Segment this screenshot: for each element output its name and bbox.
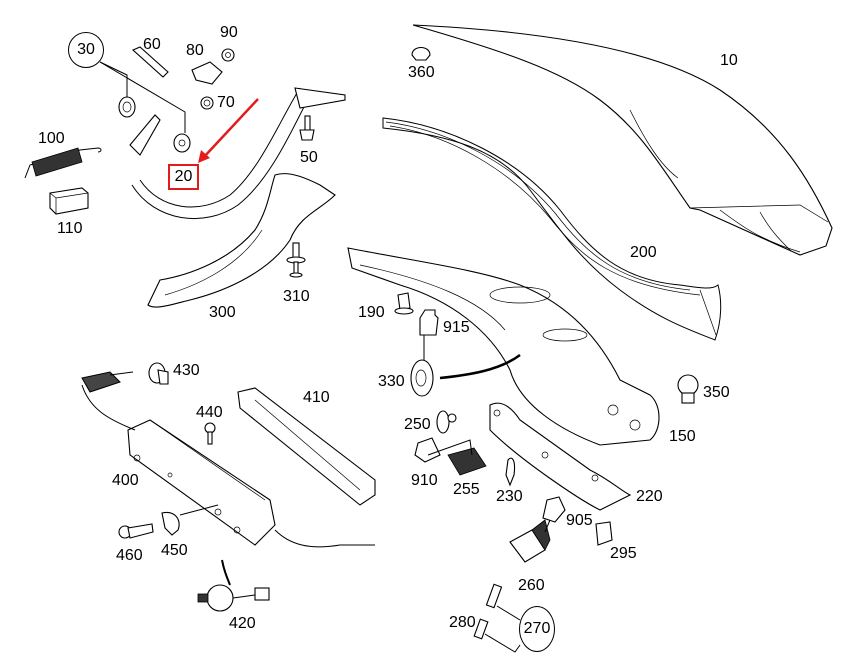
part-20-hinge-arm[interactable] bbox=[129, 87, 346, 220]
part-90-nut[interactable] bbox=[221, 48, 235, 62]
part-190-clip[interactable] bbox=[394, 292, 414, 315]
callout-915[interactable]: 915 bbox=[443, 319, 470, 336]
callout-200[interactable]: 200 bbox=[630, 244, 657, 261]
part-270-bulb[interactable] bbox=[485, 583, 503, 609]
callout-440[interactable]: 440 bbox=[196, 404, 223, 421]
part-30-bushing[interactable] bbox=[118, 96, 136, 118]
part-450-clip[interactable] bbox=[161, 511, 180, 536]
callout-360[interactable]: 360 bbox=[408, 64, 435, 81]
leader-lines-270 bbox=[484, 605, 521, 653]
leader-910-255 bbox=[427, 439, 473, 456]
callout-910[interactable]: 910 bbox=[411, 472, 438, 489]
part-280-bulb[interactable] bbox=[473, 618, 489, 640]
leader-450 bbox=[179, 504, 219, 516]
part-200-seal[interactable] bbox=[382, 117, 722, 341]
part-420-motor[interactable] bbox=[197, 584, 270, 612]
callout-30: 30 bbox=[77, 41, 95, 58]
callout-70[interactable]: 70 bbox=[217, 94, 235, 111]
callout-220[interactable]: 220 bbox=[636, 488, 663, 505]
callout-20-highlighted[interactable]: 20 bbox=[168, 164, 199, 190]
callout-330[interactable]: 330 bbox=[378, 373, 405, 390]
part-20-washer[interactable] bbox=[173, 133, 191, 153]
part-10-trunk-lid[interactable] bbox=[412, 24, 833, 256]
part-250-clip[interactable] bbox=[436, 410, 457, 434]
part-310-pin[interactable] bbox=[286, 242, 306, 278]
callout-230[interactable]: 230 bbox=[496, 488, 523, 505]
callout-350[interactable]: 350 bbox=[703, 384, 730, 401]
part-300-hinge-cover[interactable] bbox=[147, 173, 336, 308]
part-150-inner-trim[interactable] bbox=[347, 247, 660, 446]
callout-80[interactable]: 80 bbox=[186, 42, 204, 59]
part-70-nut[interactable] bbox=[200, 96, 214, 110]
callout-60[interactable]: 60 bbox=[143, 36, 161, 53]
callout-30-circle[interactable]: 30 bbox=[68, 32, 104, 68]
part-255-light[interactable] bbox=[447, 447, 487, 476]
callout-420[interactable]: 420 bbox=[229, 615, 256, 632]
leader-lines-30 bbox=[99, 61, 186, 133]
part-230-pin[interactable] bbox=[505, 457, 516, 487]
callout-250[interactable]: 250 bbox=[404, 416, 431, 433]
callout-430[interactable]: 430 bbox=[173, 362, 200, 379]
part-110-block[interactable] bbox=[49, 187, 89, 215]
callout-190[interactable]: 190 bbox=[358, 304, 385, 321]
callout-100[interactable]: 100 bbox=[38, 130, 65, 147]
part-915-label[interactable] bbox=[419, 309, 439, 336]
highlight-arrow bbox=[198, 98, 259, 163]
callout-150[interactable]: 150 bbox=[669, 428, 696, 445]
part-905-label[interactable] bbox=[542, 496, 566, 523]
callout-280[interactable]: 280 bbox=[449, 614, 476, 631]
callout-255[interactable]: 255 bbox=[453, 481, 480, 498]
part-360-clip[interactable] bbox=[411, 46, 431, 61]
callout-460[interactable]: 460 bbox=[116, 547, 143, 564]
part-400-actuator[interactable] bbox=[81, 371, 375, 548]
part-430-clip[interactable] bbox=[148, 362, 169, 385]
callout-50[interactable]: 50 bbox=[300, 149, 318, 166]
part-350-clip[interactable] bbox=[677, 374, 699, 404]
callout-905[interactable]: 905 bbox=[566, 512, 593, 529]
callout-310[interactable]: 310 bbox=[283, 288, 310, 305]
callout-270-circle[interactable]: 270 bbox=[519, 606, 555, 652]
part-295-clip[interactable] bbox=[595, 521, 613, 546]
part-910-label[interactable] bbox=[414, 437, 441, 463]
callout-90[interactable]: 90 bbox=[220, 24, 238, 41]
part-260-light[interactable] bbox=[509, 519, 551, 563]
callout-410[interactable]: 410 bbox=[303, 389, 330, 406]
callout-20: 20 bbox=[174, 168, 193, 185]
leader-905-260 bbox=[544, 519, 551, 533]
part-220-handle-strip[interactable] bbox=[489, 402, 632, 511]
part-80-bracket[interactable] bbox=[191, 61, 223, 85]
callout-400[interactable]: 400 bbox=[112, 472, 139, 489]
leader-420 bbox=[221, 559, 231, 586]
callout-450[interactable]: 450 bbox=[161, 542, 188, 559]
callout-110[interactable]: 110 bbox=[57, 220, 83, 237]
callout-10[interactable]: 10 bbox=[720, 52, 738, 69]
part-60-bolt[interactable] bbox=[131, 46, 169, 78]
part-460-screw[interactable] bbox=[118, 523, 154, 539]
part-50-bolt[interactable] bbox=[299, 115, 315, 141]
part-410-bracket[interactable] bbox=[237, 387, 376, 506]
callout-270: 270 bbox=[523, 620, 551, 637]
part-100-spring[interactable] bbox=[24, 147, 102, 179]
callout-300[interactable]: 300 bbox=[209, 304, 236, 321]
part-440-screw[interactable] bbox=[204, 422, 216, 445]
callout-260[interactable]: 260 bbox=[518, 577, 545, 594]
part-330-grommet[interactable] bbox=[410, 335, 521, 397]
callout-295[interactable]: 295 bbox=[610, 545, 637, 562]
